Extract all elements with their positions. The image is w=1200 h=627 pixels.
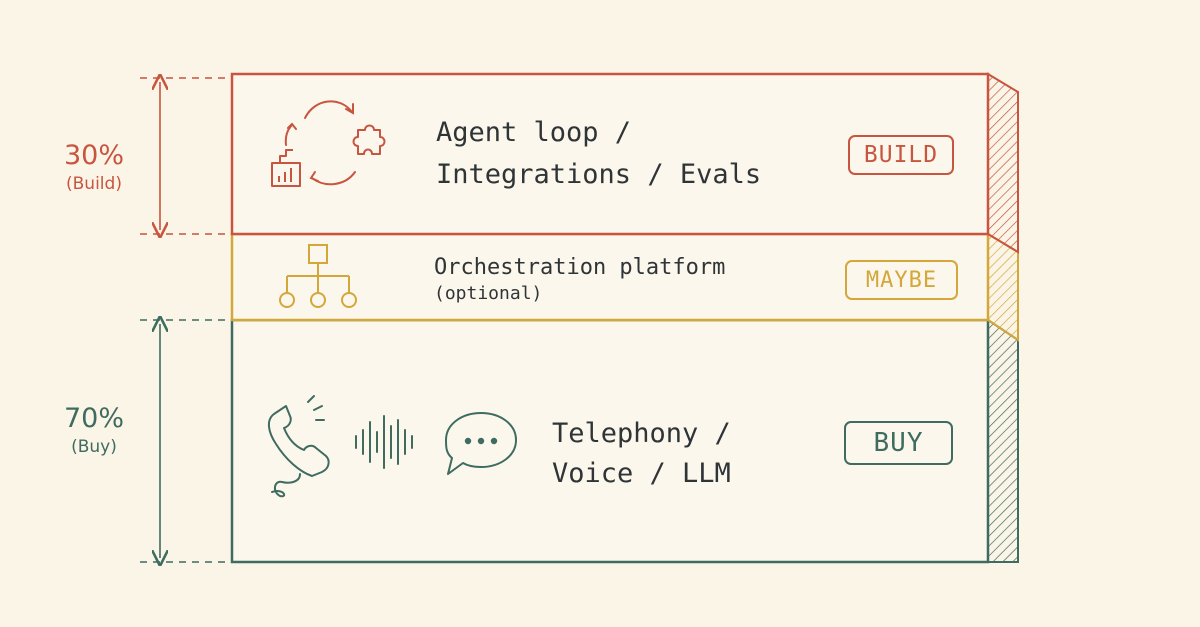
buy-layer-label: Telephony / Voice / LLM (552, 414, 731, 494)
build-percent-label: (Build) (66, 174, 122, 194)
build-badge: BUILD (848, 135, 954, 175)
build-percent-annotation: 30% (Build) (34, 140, 154, 196)
phone-icon (268, 395, 330, 498)
build-layer-label: Agent loop / Integrations / Evals (436, 112, 761, 196)
maybe-layer-label: Orchestration platform (optional) (434, 253, 725, 305)
org-tree-icon (279, 244, 357, 308)
build-percent: 30% (63, 140, 124, 171)
buy-percent-annotation: 70% (Buy) (34, 403, 154, 459)
buy-layer-box (230, 318, 990, 564)
buy-label-line2: Voice / LLM (552, 458, 731, 489)
buy-layer (230, 318, 1019, 564)
buy-dimension (140, 320, 230, 562)
buy-percent-label: (Buy) (71, 437, 117, 457)
buy-layer-side (987, 318, 1019, 563)
maybe-badge: MAYBE (845, 260, 958, 300)
build-dimension (140, 78, 230, 234)
buy-percent: 70% (63, 403, 124, 434)
chat-bubble-icon (445, 412, 517, 475)
buy-badge: BUY (844, 421, 953, 465)
build-label-line2: Integrations / Evals (436, 159, 762, 190)
waveform-icon (355, 415, 413, 469)
puzzle-piece-icon (352, 124, 386, 155)
maybe-label-line2: (optional) (434, 283, 543, 304)
chart-block-icon (271, 149, 301, 187)
maybe-label-line1: Orchestration platform (434, 255, 726, 280)
buy-label-line1: Telephony / (552, 418, 731, 449)
build-label-line1: Agent loop / (436, 117, 632, 148)
cycle-arrows-icon (284, 100, 356, 186)
build-layer-side (987, 72, 1019, 254)
